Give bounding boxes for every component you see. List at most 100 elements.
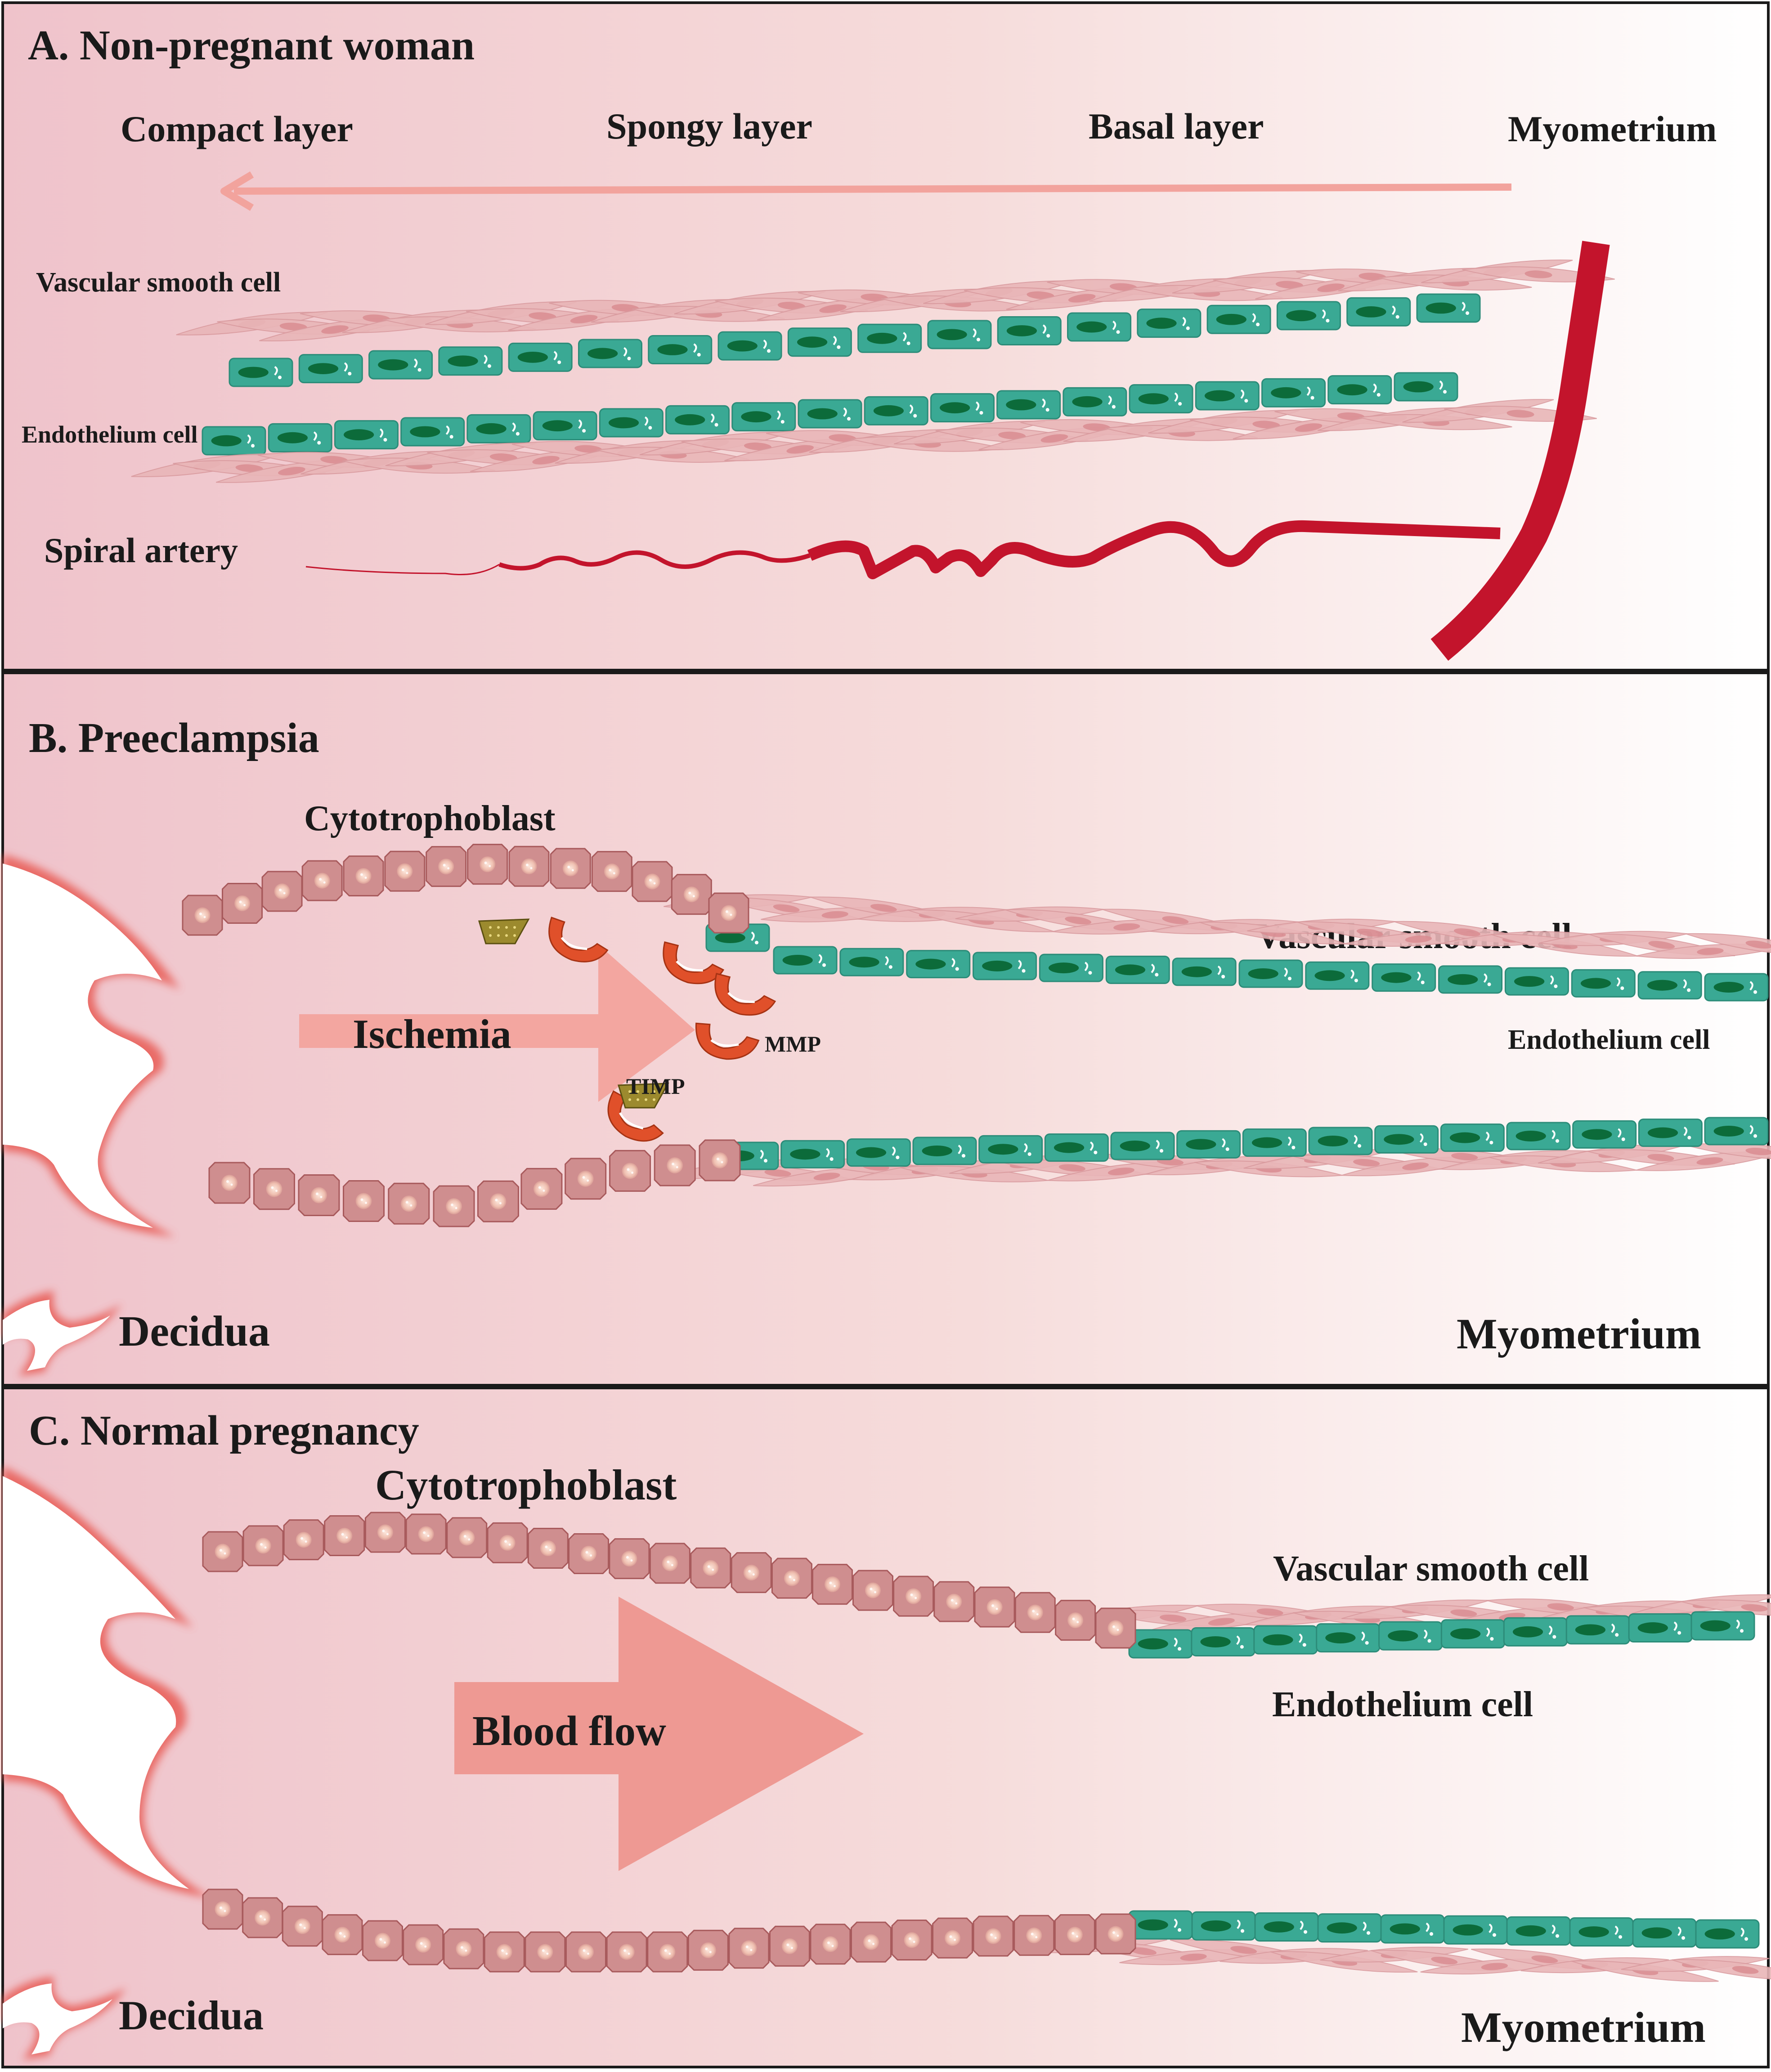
cytotrophoblast-cell <box>242 1525 284 1566</box>
cytotrophoblast-cell <box>632 861 673 902</box>
ischemia-arrow <box>299 944 695 1102</box>
cytotrophoblast-cell <box>261 871 303 912</box>
cytotrophoblast-label-c: Cytotrophoblast <box>375 1461 677 1509</box>
endothelium-cell <box>1440 1123 1505 1152</box>
cytotrophoblast-cell <box>1054 1914 1095 1956</box>
endothelium-cell <box>599 408 664 438</box>
cytotrophoblast-cell <box>769 1925 810 1967</box>
cytotrophoblast-cell <box>433 1185 475 1227</box>
endothelium-cell <box>298 354 363 384</box>
endothelium-cell <box>1238 959 1303 988</box>
cytotrophoblast-cell <box>731 1552 772 1593</box>
cytotrophoblast-cell <box>282 1906 323 1947</box>
endothelium-layer-a-upper <box>229 293 1481 387</box>
endothelium-cell <box>1254 1912 1319 1942</box>
cytotrophoblast-cell <box>324 1515 365 1557</box>
endothelium-cell <box>508 342 573 372</box>
decidua-label-c: Decidua <box>119 1992 264 2038</box>
mmp-label: MMP <box>765 1031 821 1056</box>
cytotrophoblast-cell <box>974 1586 1015 1628</box>
endothelium-cell <box>717 331 782 361</box>
cytotrophoblast-cell <box>426 846 467 887</box>
endothelium-cell <box>1372 963 1436 992</box>
endothelium-cell <box>1380 1914 1445 1944</box>
cytotrophoblast-cell <box>606 1931 647 1973</box>
endothelium-cell <box>1632 1918 1697 1948</box>
cytotrophoblast-cell <box>182 895 223 936</box>
cytotrophoblast-cell <box>893 1575 934 1617</box>
endothelium-cell <box>1308 1127 1373 1155</box>
cytotrophoblast-cell <box>550 848 591 889</box>
endothelium-cell <box>400 417 465 447</box>
layer-direction-arrow <box>220 171 1512 211</box>
blood-flow-arrow <box>454 1597 864 1871</box>
cytotrophoblast-cell <box>202 1531 243 1572</box>
cytotrophoblast-cell <box>1014 1592 1056 1633</box>
endothelium-cell <box>1039 953 1103 982</box>
endothelium-cell <box>229 358 293 387</box>
endothelium-cell <box>1242 1128 1307 1157</box>
cytotrophoblast-cell <box>708 892 749 934</box>
smooth-muscle-cell <box>1462 266 1615 282</box>
endothelium-cell <box>1443 1915 1508 1945</box>
endothelium-cell <box>1327 375 1392 405</box>
endothelium-cell <box>202 426 266 456</box>
cytotrophoblast-cell <box>364 1512 406 1553</box>
endothelium-cell <box>1317 1913 1382 1943</box>
smooth-muscle-layer-a-upper <box>176 260 1615 341</box>
endothelium-cell <box>1191 1627 1255 1657</box>
endothelium-cell <box>438 346 503 376</box>
mmp-molecule <box>695 1022 760 1060</box>
myometrium-label-b: Myometrium <box>1457 1310 1701 1358</box>
endothelium-cell <box>1416 293 1481 323</box>
basal-layer-label: Basal layer <box>1089 106 1264 147</box>
endothelium-cell <box>1172 958 1237 986</box>
endothelium-cell <box>1565 1615 1630 1645</box>
endothelium-cell <box>1276 301 1341 331</box>
endothelium-cell <box>1176 1130 1241 1159</box>
mmp-molecule <box>548 917 609 962</box>
cytotrophoblast-cell <box>322 1914 363 1956</box>
panel-a-title: A. Non-pregnant woman <box>28 22 475 69</box>
mmp-molecule <box>663 941 725 985</box>
endothelium-cell <box>1137 309 1202 338</box>
endothelium-cell <box>1195 381 1260 411</box>
decidua-villus-c <box>3 1466 211 2060</box>
cytotrophoblast-cell <box>242 1897 283 1938</box>
cytotrophoblast-cell <box>253 1168 295 1210</box>
endothelium-cell <box>906 950 971 979</box>
endothelium-cell <box>578 339 642 368</box>
decidua-villus-b <box>3 855 180 1376</box>
cytotrophoblast-cell <box>298 1174 340 1216</box>
blood-flow-label: Blood flow <box>472 1708 666 1754</box>
endothelium-cell <box>1572 1120 1637 1149</box>
cytotrophoblast-cell <box>609 1538 650 1580</box>
cytotrophoblast-cell <box>1013 1915 1055 1956</box>
endothelium-cell-label-a: Endothelium cell <box>22 421 198 448</box>
endothelium-layer-b-upper <box>705 923 1769 1002</box>
endothelium-cell <box>846 1138 911 1167</box>
endothelium-cell <box>1695 1919 1760 1949</box>
cytotrophoblast-cell <box>283 1519 324 1561</box>
endothelium-cell <box>268 423 332 452</box>
endothelium-cell <box>839 948 904 976</box>
timp-molecule <box>478 918 530 944</box>
smooth-muscle-layer-a-lower <box>131 399 1597 483</box>
smooth-muscle-cell <box>1672 1959 1771 1981</box>
cytotrophoblast-cell <box>850 1921 892 1963</box>
cytotrophoblast-cell <box>343 1180 385 1222</box>
endothelium-cell <box>368 350 433 380</box>
cytotrophoblast-cell <box>973 1915 1014 1957</box>
endothelium-layer-c-upper <box>1128 1611 1755 1659</box>
endothelium-cell <box>1206 304 1271 334</box>
panel-c-title: C. Normal pregnancy <box>29 1407 419 1454</box>
endothelium-layer-b-lower <box>714 1117 1769 1170</box>
endothelium-cell-label-b: Endothelium cell <box>1508 1025 1710 1055</box>
cytotrophoblast-cell <box>891 1920 933 1961</box>
cytotrophoblast-cell <box>1095 1913 1136 1955</box>
endothelium-cell <box>533 411 597 441</box>
cytotrophoblast-cell <box>208 1162 251 1204</box>
endothelium-cell <box>1378 1621 1443 1651</box>
panel-c: C. Normal pregnancy Cytotrophoblast Vasc… <box>3 1407 1771 2060</box>
